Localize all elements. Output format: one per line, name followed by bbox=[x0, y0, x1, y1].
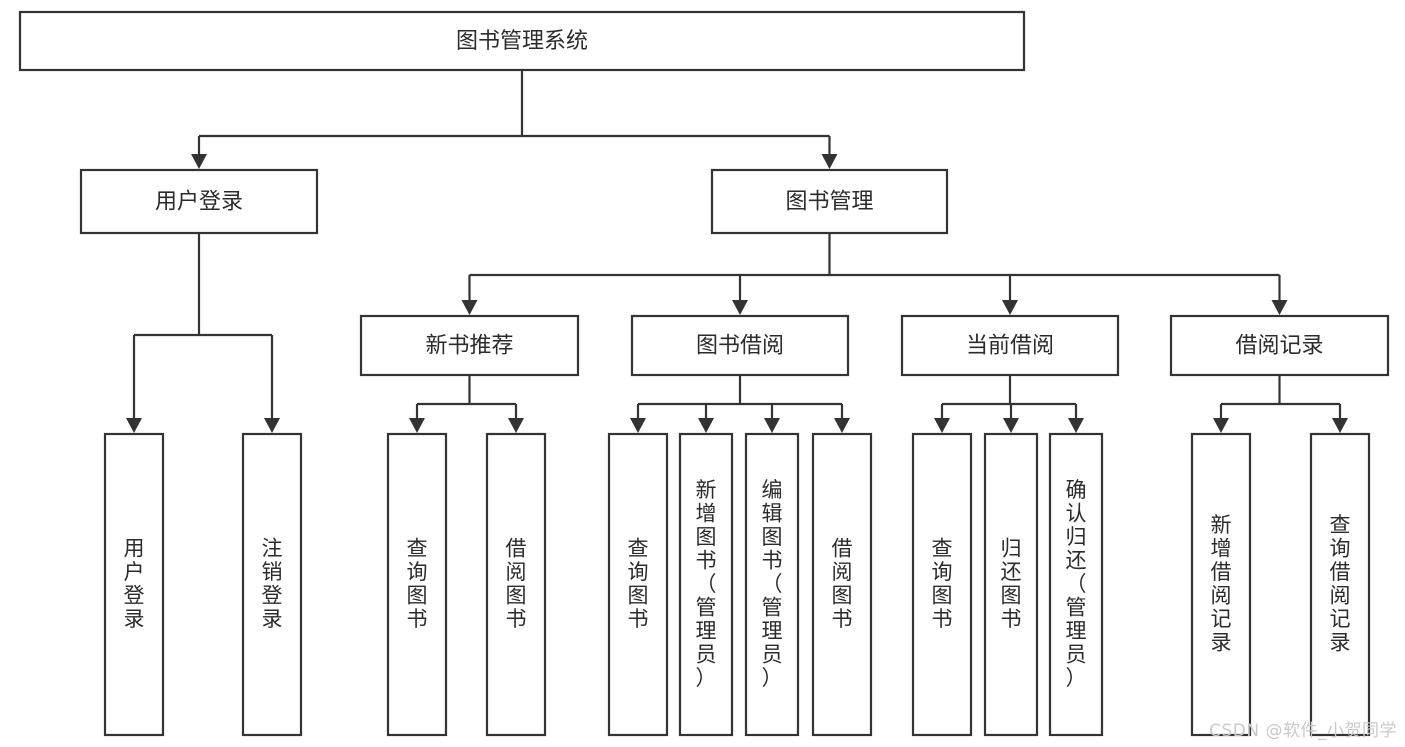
node-leaf-borrow-book-recommend[interactable]: 借阅图书 bbox=[485, 432, 547, 737]
node-label-leaf-borrow-book: 借阅图书 bbox=[832, 537, 853, 632]
node-leaf-query-book-borrow[interactable]: 查询图书 bbox=[607, 432, 669, 737]
node-label-book-management: 图书管理 bbox=[785, 190, 873, 215]
node-user-login[interactable]: 用户登录 bbox=[79, 168, 319, 235]
node-box-leaf-add-borrow-record bbox=[1190, 432, 1252, 737]
node-box-leaf-borrow-book-recommend bbox=[485, 432, 547, 737]
node-box-leaf-query-book-borrow bbox=[607, 432, 669, 737]
node-label-book-borrow: 图书借阅 bbox=[696, 334, 784, 359]
node-label-leaf-query-borrow-record: 查询借阅记录 bbox=[1330, 513, 1351, 655]
node-box-leaf-user-login bbox=[103, 432, 165, 737]
node-label-root: 图书管理系统 bbox=[456, 29, 588, 54]
node-box-leaf-confirm-return bbox=[1048, 432, 1104, 737]
node-label-new-book-recommend: 新书推荐 bbox=[425, 334, 513, 359]
node-leaf-user-logout[interactable]: 注销登录 bbox=[241, 432, 303, 737]
node-root[interactable]: 图书管理系统 bbox=[18, 10, 1026, 72]
node-leaf-confirm-return[interactable]: 确认归还（管理员） bbox=[1048, 432, 1104, 737]
node-borrow-records[interactable]: 借阅记录 bbox=[1169, 314, 1390, 377]
connector-group-new-book-recommend bbox=[409, 375, 524, 433]
node-label-leaf-add-borrow-record: 新增借阅记录 bbox=[1211, 513, 1232, 655]
connector-group-user-login bbox=[126, 233, 280, 433]
node-book-borrow[interactable]: 图书借阅 bbox=[630, 314, 850, 377]
node-box-new-book-recommend bbox=[359, 314, 580, 377]
connector-group-current-borrow bbox=[934, 375, 1084, 433]
connector-group-borrow-records bbox=[1213, 375, 1348, 433]
node-box-borrow-records bbox=[1169, 314, 1390, 377]
node-box-leaf-borrow-book bbox=[811, 432, 873, 737]
node-box-leaf-edit-book bbox=[744, 432, 800, 737]
node-label-leaf-query-book-borrow: 查询图书 bbox=[628, 537, 649, 632]
node-label-current-borrow: 当前借阅 bbox=[966, 334, 1054, 359]
node-label-leaf-user-logout: 注销登录 bbox=[262, 537, 283, 632]
node-layer: 图书管理系统用户登录图书管理新书推荐图书借阅当前借阅借阅记录用户登录注销登录查询… bbox=[18, 10, 1390, 737]
node-leaf-add-borrow-record[interactable]: 新增借阅记录 bbox=[1190, 432, 1252, 737]
node-current-borrow[interactable]: 当前借阅 bbox=[900, 314, 1120, 377]
node-box-leaf-query-book-recommend bbox=[386, 432, 448, 737]
node-label-user-login: 用户登录 bbox=[155, 190, 243, 215]
node-label-leaf-add-book: 新增图书（管理员） bbox=[696, 478, 717, 690]
connector-group-book-management bbox=[461, 233, 1288, 315]
node-label-leaf-query-book-recommend: 查询图书 bbox=[407, 537, 428, 632]
node-leaf-query-borrow-record[interactable]: 查询借阅记录 bbox=[1309, 432, 1371, 737]
node-leaf-user-login[interactable]: 用户登录 bbox=[103, 432, 165, 737]
node-label-borrow-records: 借阅记录 bbox=[1235, 334, 1323, 359]
node-leaf-query-book-recommend[interactable]: 查询图书 bbox=[386, 432, 448, 737]
node-box-book-borrow bbox=[630, 314, 850, 377]
node-box-user-login bbox=[79, 168, 319, 235]
connector-group-root bbox=[191, 70, 838, 169]
node-box-leaf-return-book bbox=[983, 432, 1039, 737]
node-label-leaf-user-login: 用户登录 bbox=[124, 537, 145, 632]
node-new-book-recommend[interactable]: 新书推荐 bbox=[359, 314, 580, 377]
node-box-current-borrow bbox=[900, 314, 1120, 377]
node-label-leaf-confirm-return: 确认归还（管理员） bbox=[1066, 478, 1087, 690]
node-box-leaf-query-book-current bbox=[911, 432, 973, 737]
node-label-leaf-edit-book: 编辑图书（管理员） bbox=[762, 478, 783, 690]
node-leaf-query-book-current[interactable]: 查询图书 bbox=[911, 432, 973, 737]
connector-group-book-borrow bbox=[630, 375, 850, 433]
node-box-leaf-query-borrow-record bbox=[1309, 432, 1371, 737]
node-label-leaf-query-book-current: 查询图书 bbox=[932, 537, 953, 632]
node-book-management[interactable]: 图书管理 bbox=[710, 168, 949, 235]
node-leaf-borrow-book[interactable]: 借阅图书 bbox=[811, 432, 873, 737]
node-leaf-return-book[interactable]: 归还图书 bbox=[983, 432, 1039, 737]
node-box-leaf-user-logout bbox=[241, 432, 303, 737]
connector-layer bbox=[126, 70, 1348, 433]
node-box-book-management bbox=[710, 168, 949, 235]
node-box-leaf-add-book bbox=[678, 432, 734, 737]
node-leaf-edit-book[interactable]: 编辑图书（管理员） bbox=[744, 432, 800, 737]
node-leaf-add-book[interactable]: 新增图书（管理员） bbox=[678, 432, 734, 737]
node-label-leaf-return-book: 归还图书 bbox=[1001, 537, 1022, 632]
node-box-root bbox=[18, 10, 1026, 72]
node-label-leaf-borrow-book-recommend: 借阅图书 bbox=[506, 537, 527, 632]
